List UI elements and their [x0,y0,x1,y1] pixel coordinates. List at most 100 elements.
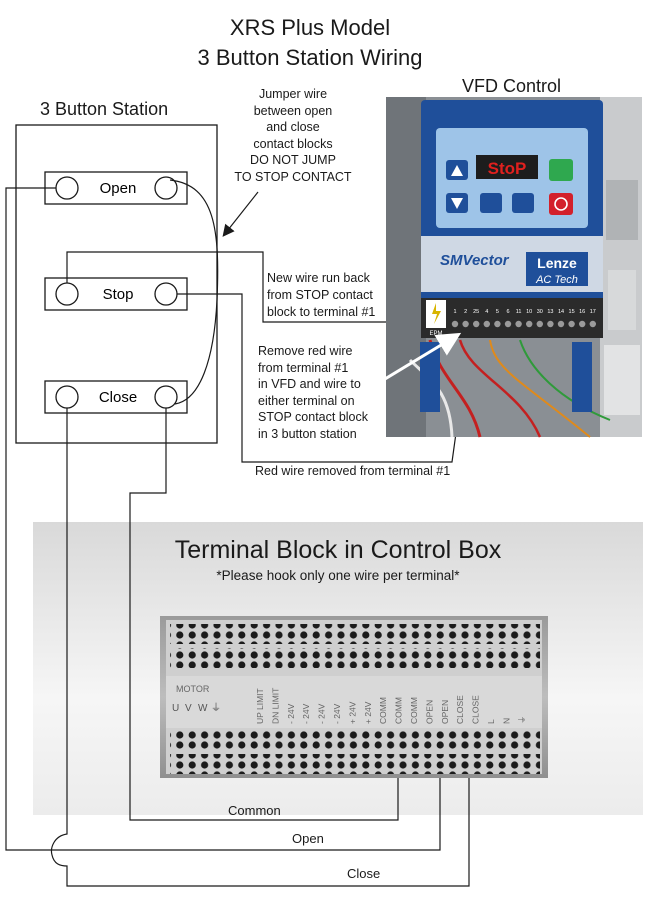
title-line-1: XRS Plus Model [229,15,391,40]
vfd-terminal-number: 5 [496,309,499,315]
button-close[interactable]: Close [44,380,188,414]
vfd-terminal-screw-15 [568,320,575,328]
button-close-label: Close [99,389,137,406]
remove-red-note-line-4: either terminal on [258,393,355,408]
vfd-brand-lenze: Lenze [537,255,577,271]
vfd-terminal-number: 1 [453,309,456,315]
jumper-note-line-6: TO STOP CONTACT [234,169,352,184]
terminal-label: + 24V [363,701,373,724]
new-wire-note: New wire run back from STOP contact block … [267,270,397,321]
terminal-motor-label: MOTOR [176,684,210,694]
vfd-terminal-screw-17 [589,320,596,328]
vfd-terminal-strip: 1 2 25 4 5 6 11 10 30 13 14 15 16 17 [451,309,596,328]
vfd-terminal-number: 30 [537,309,543,315]
vfd-terminal-screw-10 [526,320,533,328]
remove-red-note: Remove red wire from terminal #1 in VFD an… [258,343,393,442]
wire-label-open: Open [292,831,324,846]
new-wire-note-line-3: block to terminal #1 [267,305,376,319]
motor-terminal-label: W [198,703,208,714]
vfd-terminal-number: 4 [485,309,488,315]
vfd-terminal-screw-25 [473,320,480,328]
button-stop[interactable]: Stop [44,277,188,311]
terminal-label: OPEN [424,700,434,724]
start-button-icon [549,159,573,181]
vfd-brand-smvector: SMVector [440,252,510,269]
terminal-label: CLOSE [455,695,465,724]
terminal-label: - 24V [301,703,311,724]
terminal-label: COMM [394,697,404,724]
vfd-terminal-number: 14 [558,309,564,315]
terminal-label: ⏚ [517,715,527,724]
vfd-terminal-number: 17 [590,309,596,315]
red-removed-note: Red wire removed from terminal #1 [255,464,451,478]
jumper-note-line-3: and close [266,120,320,134]
button-open[interactable]: Open [44,171,188,205]
vfd-terminal-number: 13 [547,309,553,315]
vfd-brand-actech: AC Tech [535,274,578,286]
open-contact-right [154,176,178,200]
vfd-terminal-number: 6 [506,309,509,315]
terminal-label: L [486,719,496,724]
vfd-epm-label: EPM [429,331,442,337]
vfd-terminal-screw-16 [579,320,586,328]
vfd-display [476,155,538,179]
vfd-terminal-screw-1 [451,320,459,328]
remove-red-note-line-3: in VFD and wire to [258,377,361,391]
jumper-note-line-5: DO NOT JUMP [250,153,336,167]
vfd-heading: VFD Control [462,76,562,96]
jumper-note-line-2: between open [253,103,333,118]
vfd-terminal-number: 2 [464,309,467,315]
terminal-label: COMM [378,697,388,724]
remove-red-note-line-6: in 3 button station [258,426,357,441]
stop-button-icon [549,193,573,215]
terminal-label: N [501,718,511,724]
wire-common [129,408,399,821]
remove-red-note-line-2: from terminal #1 [258,360,349,375]
terminal-label: - 24V [286,703,296,724]
terminal-label: CLOSE [471,695,481,724]
vfd-terminal-number: 15 [569,309,575,315]
remove-red-arrow [379,332,462,384]
wire-open [5,187,441,851]
mode-button-icon [480,193,502,213]
wire-label-close: Close [347,866,381,881]
vfd-terminal-screw-13 [547,320,554,328]
terminal-block-subheading: *Please hook only one wire per terminal* [216,568,460,583]
vfd-terminal-number: 16 [579,309,585,315]
vfd-terminal-screw-6 [504,320,512,328]
vfd-terminal-screw-5 [494,320,501,328]
wire-close [50,408,470,887]
vfd-terminal-number: 11 [516,309,522,315]
vfd-terminal-number: 10 [526,309,532,315]
terminal-block-heading: Terminal Block in Control Box [174,536,502,564]
terminal-label: - 24V [332,703,342,724]
motor-terminal-label: U [172,703,179,714]
vfd-terminal-screw-30 [536,320,543,328]
reverse-button-icon [512,193,534,213]
terminal-label: OPEN [440,700,450,724]
new-wire-note-line-1: New wire run back [267,271,370,285]
terminal-label: UP LIMIT [255,688,265,724]
station-heading: 3 Button Station [40,99,169,119]
jumper-wire [169,179,219,405]
vfd-display-text: StoP [488,159,527,178]
vfd-terminal-screw-4 [483,320,490,328]
terminal-label: - 24V [317,703,327,724]
motor-terminal-label: V [185,703,192,714]
wire-label-common: Common [228,803,281,818]
remove-red-note-line-1: Remove red wire [258,344,353,358]
vfd-terminal-number: 25 [473,309,479,315]
terminal-label: COMM [409,697,419,724]
jumper-note-line-1: Jumper wire [258,87,328,101]
vfd-terminal-screw-14 [557,320,565,328]
motor-terminal-label: ⏚ [211,702,221,714]
new-wire-note-line-2: from STOP contact [267,288,373,302]
vfd-terminal-screw-2 [462,320,469,328]
remove-red-note-line-5: STOP contact block [258,410,369,424]
